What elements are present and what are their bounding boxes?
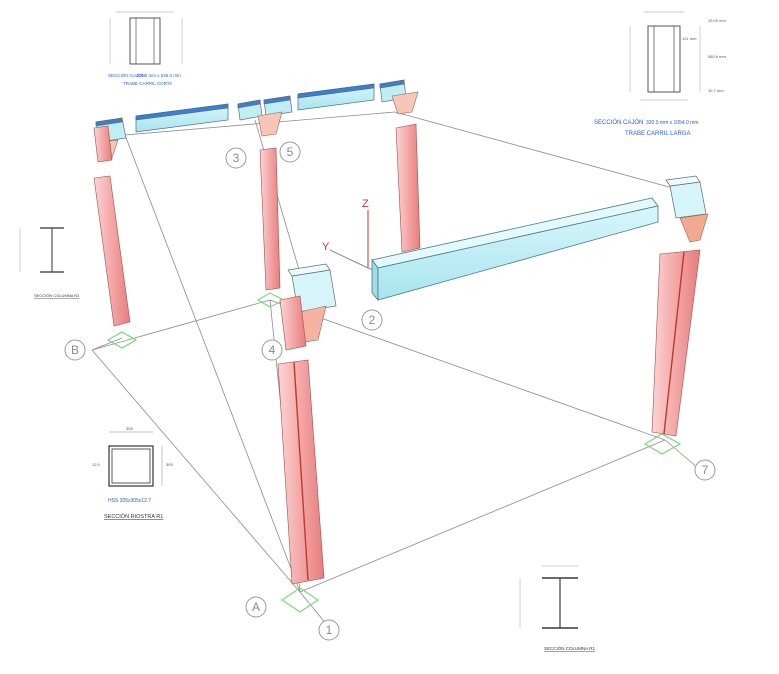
larga-dim-web: 121 mm <box>682 36 697 41</box>
col-r2-title: SECCIÓN COLUMNA R2 <box>34 293 80 298</box>
grid-label-5: 5 <box>287 145 294 159</box>
riostra-dim-right: 305 <box>166 462 173 467</box>
section-columna-r1: SECCIÓN COLUMNA R1 <box>519 565 596 651</box>
grid-label-3: 3 <box>233 151 240 165</box>
riostra-caption: HSS 305x305x12.7 <box>108 498 151 504</box>
grid-bubble-3 <box>225 147 247 169</box>
section-riostra-r1: 305 12.5 305 HSS 305x305x12.7 SECCIÓN RI… <box>92 426 173 520</box>
grid-bubble-1 <box>318 619 340 641</box>
grid-label-4: 4 <box>269 343 276 357</box>
riostra-title: SECCIÓN RIOSTRA R1 <box>104 513 163 520</box>
riostra-dim-top: 305 <box>126 426 133 431</box>
grid-label-1: 1 <box>326 623 333 637</box>
grid-label-2: 2 <box>369 313 376 327</box>
grid-bubble-a <box>245 596 267 618</box>
long-crane-beam <box>371 197 659 302</box>
grid-bubbles <box>64 141 716 641</box>
grid-bubble-4 <box>261 339 283 361</box>
grid-bubble-labels: B A 1 2 3 4 5 7 <box>71 145 709 637</box>
grid-bubble-7 <box>694 459 716 481</box>
section-columna-r2: SECCIÓN COLUMNA R2 <box>19 227 80 298</box>
corta-section-value: 320.0 mm x 546.0 mm <box>136 73 181 78</box>
axis-z-label: Z <box>362 198 369 210</box>
grid-label-7: 7 <box>702 463 709 477</box>
axis-y-label: Y <box>322 241 330 253</box>
ground-grid-lines <box>91 111 699 626</box>
short-crane-beams <box>135 83 375 133</box>
larga-section-label: SECCIÓN CAJÓN <box>594 119 643 126</box>
corta-section-title: TRABE CARRIL CORTA <box>123 81 172 86</box>
corta-section-label: SECCIÓN CAJÓN <box>108 72 145 78</box>
larga-dim-mid: 580.6 mm <box>708 54 726 59</box>
larga-dim-top: 15.00 mm <box>708 18 726 23</box>
section-trabe-corta: SECCIÓN CAJÓN 320.0 mm x 546.0 mm TRABE … <box>108 11 183 86</box>
grid-bubble-b <box>64 339 86 361</box>
section-trabe-larga: 15.00 mm 121 mm 580.6 mm 19.7 mm SECCIÓN… <box>594 11 726 137</box>
larga-section-value: 320.0 mm x 1054.0 mm <box>646 120 699 126</box>
grid-label-a: A <box>252 600 260 614</box>
grid-bubble-5 <box>279 141 301 163</box>
riostra-dim-left: 12.5 <box>92 462 101 467</box>
column-caps <box>95 79 707 313</box>
col-r1-title: SECCIÓN COLUMNA R1 <box>544 645 596 651</box>
larga-section-title: TRABE CARRIL LARGA <box>625 131 690 137</box>
grid-label-b: B <box>71 343 79 357</box>
support-markers <box>106 292 682 613</box>
grid-bubble-2 <box>361 309 383 331</box>
columns <box>93 123 701 585</box>
knee-brackets <box>99 91 709 343</box>
larga-dim-bot: 19.7 mm <box>708 88 724 93</box>
